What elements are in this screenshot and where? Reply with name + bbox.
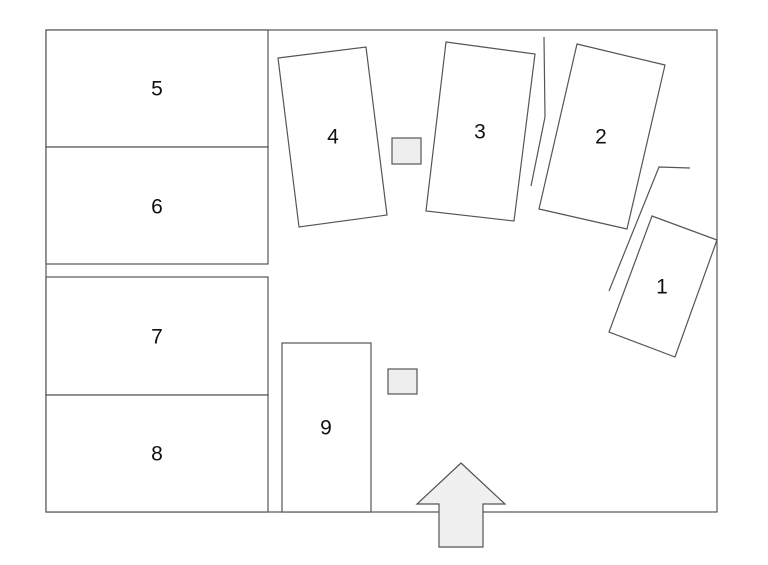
room-outline	[45, 29, 718, 513]
unit-2: 2	[538, 43, 666, 230]
unit-7-label: 7	[151, 326, 163, 349]
partition-line-1	[530, 36, 546, 187]
unit-9-box	[281, 342, 372, 513]
unit-6-box	[45, 146, 269, 265]
unit-6-label: 6	[151, 196, 163, 219]
partition-line-2	[608, 166, 691, 292]
unit-1-box	[608, 215, 718, 358]
unit-7: 7	[45, 276, 269, 396]
unit-8-label: 8	[151, 443, 163, 466]
unit-6: 6	[45, 146, 269, 265]
unit-4-box	[277, 46, 388, 228]
unit-9-label: 9	[320, 417, 332, 440]
unit-1-label: 1	[656, 276, 668, 299]
unit-5-label: 5	[151, 78, 163, 101]
unit-5: 5	[45, 29, 269, 148]
unit-3-label: 3	[474, 121, 486, 144]
unit-2-box	[538, 43, 666, 230]
marker-upper	[391, 137, 422, 165]
unit-8: 8	[45, 394, 269, 513]
up-arrow-icon	[415, 462, 507, 548]
unit-8-box	[45, 394, 269, 513]
unit-4: 4	[277, 46, 388, 228]
unit-9: 9	[281, 342, 372, 513]
unit-3-box	[425, 41, 536, 222]
marker-lower	[387, 368, 418, 395]
unit-3: 3	[425, 41, 536, 222]
unit-4-label: 4	[327, 126, 339, 149]
unit-1: 1	[608, 215, 718, 358]
unit-5-box	[45, 29, 269, 148]
unit-7-box	[45, 276, 269, 396]
unit-2-label: 2	[595, 126, 607, 149]
